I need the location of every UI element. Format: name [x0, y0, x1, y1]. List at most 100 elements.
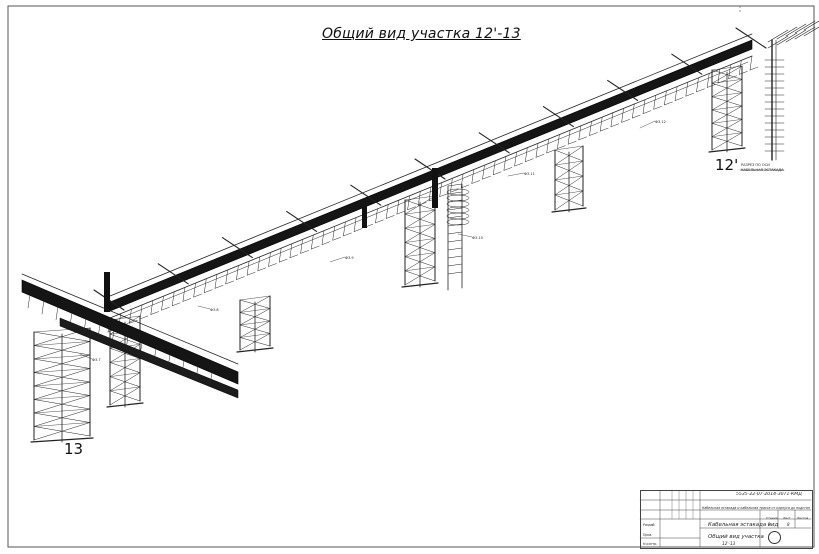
tray-hanger [385, 204, 389, 219]
support-column-brace [109, 344, 141, 363]
tray-bracket [610, 123, 620, 128]
branch-hanger [69, 311, 73, 327]
support-column-12-brace [711, 92, 743, 111]
tray-bracket [450, 189, 459, 193]
support-label-start: 12' [715, 156, 739, 174]
tray-bracket [557, 145, 566, 149]
ladder-rung [447, 247, 463, 251]
section-bracket [794, 20, 816, 34]
tray-hanger [503, 156, 507, 171]
cross-beam [221, 237, 253, 259]
tray-hanger [353, 217, 357, 232]
tray-bracket [621, 119, 630, 123]
col-sheets: Листов [797, 516, 809, 520]
branch-hanger [139, 341, 143, 357]
tray-hanger [439, 182, 442, 197]
ladder-rung [447, 239, 463, 243]
drawing-title: Общий вид участка 12'-13 [322, 26, 521, 42]
tray-bracket [139, 315, 149, 320]
tray-bracket [321, 241, 331, 245]
section-bracket [767, 29, 789, 43]
tray-bracket [664, 101, 673, 106]
tray-hanger [460, 173, 464, 189]
title-row-label: Пров. [643, 533, 653, 537]
support-column-base [551, 207, 587, 213]
tray-bracket [396, 210, 406, 215]
tray-bracket [717, 79, 727, 84]
ladder-rung [447, 263, 463, 267]
support-column-stair-brace [404, 238, 436, 257]
ladder-rung [447, 183, 463, 187]
tray-hanger [407, 195, 410, 210]
support-column-12-strut [711, 132, 743, 137]
support-column-13-strut [33, 341, 91, 346]
tray-hanger [610, 112, 614, 128]
tray-bracket [300, 250, 309, 254]
tray-bracket [578, 136, 588, 141]
tray-bracket [749, 66, 759, 71]
tray-bracket [407, 206, 416, 210]
support-column-12-brace [711, 105, 743, 124]
support-column-12-strut [711, 65, 743, 71]
support-column-base [106, 402, 144, 408]
tray-bracket [696, 88, 705, 93]
support-column-strut [239, 320, 271, 326]
support-column-13-strut [33, 354, 91, 360]
doc-code: 5535-22-07-2014-3071-КМД [736, 492, 802, 497]
callout-label: Ф3.8 [210, 308, 219, 312]
tray-bracket [514, 162, 523, 167]
tray-hanger [471, 169, 475, 184]
support-column-12-brace [711, 65, 743, 84]
side-note-line2: КАБЕЛЬНАЯ ЭСТАКАДА [741, 168, 784, 172]
support-column-12-brace [711, 132, 743, 151]
ladder-rung [447, 207, 463, 211]
tray-bracket [289, 254, 299, 259]
section-bracket [785, 29, 807, 43]
support-column-13-strut [33, 395, 91, 400]
tray-bracket [204, 289, 213, 293]
stair-landing [446, 206, 470, 214]
tray-hanger [204, 278, 207, 293]
cross-beam [478, 132, 510, 154]
section-bracket [803, 20, 819, 31]
tray-hanger [685, 81, 689, 97]
sheet-border [7, 5, 815, 548]
branch-hanger [125, 335, 129, 351]
cross-beam [542, 106, 574, 128]
branch-hanger [55, 305, 59, 321]
tray-hanger [589, 121, 592, 136]
support-column-strut [554, 175, 584, 181]
tray-bracket [674, 97, 684, 101]
beam-top-rail [109, 33, 753, 297]
sheet-value: 8 [787, 522, 790, 527]
tray-bracket [642, 110, 652, 114]
callout-label: Ф3.12 [655, 120, 666, 124]
tray-hanger [482, 164, 485, 180]
support-column-stair-strut [404, 252, 436, 257]
tray-hanger [375, 208, 378, 224]
support-column-stair-strut [404, 266, 436, 272]
riser-pipe [432, 168, 438, 208]
tray-hanger [525, 147, 528, 162]
tray-bracket [214, 285, 224, 289]
tray-hanger [717, 68, 721, 84]
tray-hanger [225, 269, 228, 285]
side-note-line1: РАЗРЕЗ ПО ОСИ [741, 163, 770, 167]
support-column-12-strut [711, 105, 743, 111]
support-column-12-brace [711, 79, 743, 97]
riser-pipe [362, 206, 367, 228]
tray-hanger [706, 73, 710, 88]
support-column-13-brace [33, 354, 91, 373]
tray-bracket [311, 245, 320, 250]
branch-top-rail [21, 273, 239, 365]
support-column-13-brace [33, 341, 91, 360]
tray-hanger [268, 252, 271, 267]
stair-landing [446, 212, 470, 220]
support-column-brace [554, 145, 584, 166]
tray-hanger [696, 77, 699, 93]
tray-hanger [632, 103, 635, 119]
tray-bracket [653, 106, 662, 110]
riser-pipe [104, 272, 110, 312]
tray-hanger [246, 260, 250, 276]
